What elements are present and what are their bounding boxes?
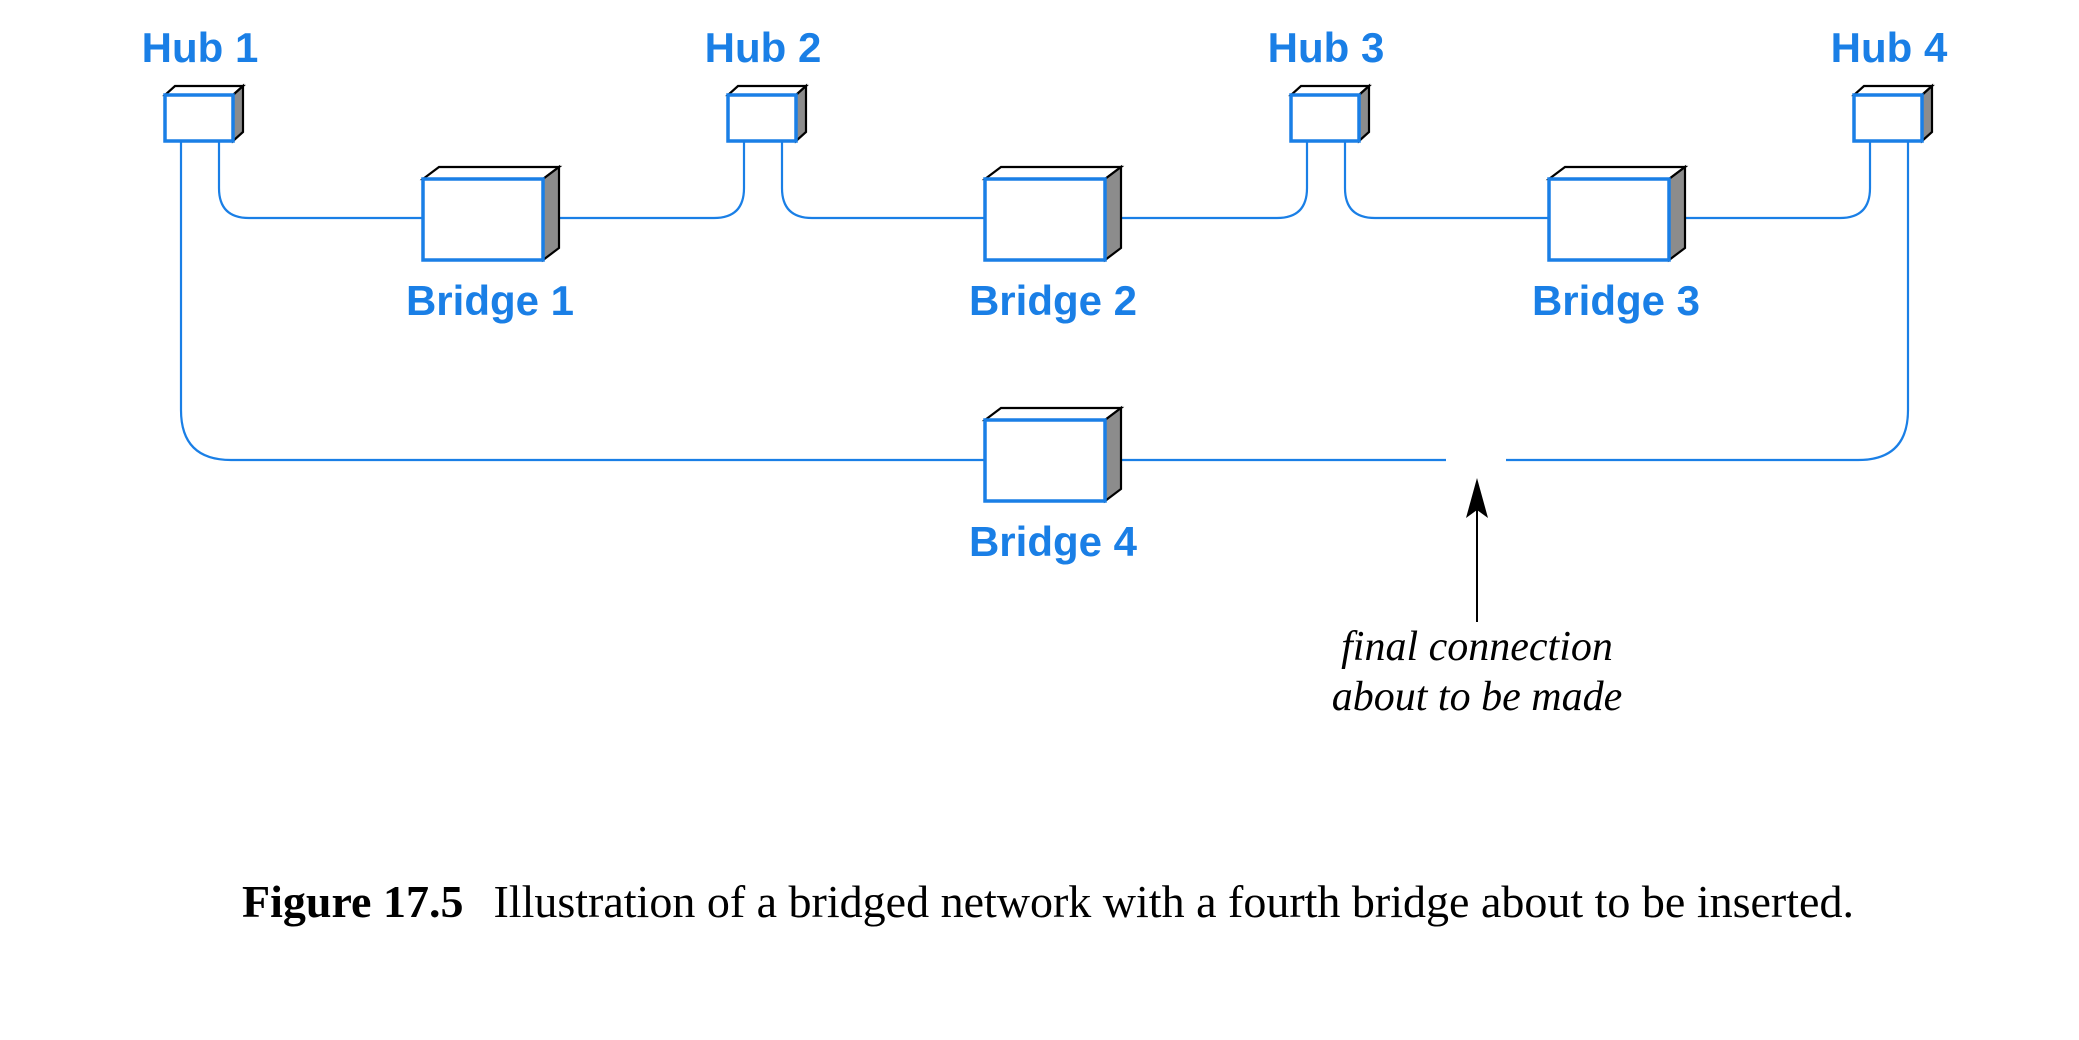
bridge-1 — [419, 164, 563, 263]
wire-bridge2-hub3 — [1122, 142, 1309, 220]
wire-hub1-bridge1 — [217, 142, 423, 220]
wire-hub3-bridge3 — [1343, 142, 1549, 220]
hub-2 — [725, 83, 809, 144]
bridge-4 — [981, 405, 1125, 504]
figure-caption: Figure 17.5 Illustration of a bridged ne… — [242, 870, 1882, 934]
wire-bridge3-hub4 — [1686, 142, 1872, 220]
bridge-4-label: Bridge 4 — [969, 518, 1138, 565]
wire-hub2-bridge2 — [780, 142, 985, 220]
hub-4-label: Hub 4 — [1831, 24, 1948, 71]
wire-gap-hub4 — [1506, 142, 1910, 462]
hub-3-label: Hub 3 — [1268, 24, 1385, 71]
bridged-network-diagram: Hub 1 Hub 2 Hub 3 Hub 4 Bridge 1 Bridge … — [142, 24, 1948, 720]
hub-1-label: Hub 1 — [142, 24, 259, 71]
annotation-arrow — [1466, 478, 1488, 622]
bridge-3 — [1545, 164, 1689, 263]
hub-4 — [1851, 83, 1935, 144]
hub-1 — [162, 83, 246, 144]
bridge-1-label: Bridge 1 — [406, 277, 574, 324]
hub-2-label: Hub 2 — [705, 24, 822, 71]
hub-3 — [1288, 83, 1372, 144]
figure-caption-text: Illustration of a bridged network with a… — [493, 876, 1854, 927]
network-wires — [179, 142, 1910, 462]
annotation-line-2: about to be made — [1332, 674, 1622, 720]
annotation-line-1: final connection — [1341, 624, 1613, 670]
wire-bridge1-hub2 — [560, 142, 746, 220]
bridge-2-label: Bridge 2 — [969, 277, 1137, 324]
bridge-2 — [981, 164, 1125, 263]
wire-hub1-bridge4 — [179, 142, 985, 462]
figure-caption-label: Figure 17.5 — [242, 876, 464, 927]
bridge-3-label: Bridge 3 — [1532, 277, 1700, 324]
